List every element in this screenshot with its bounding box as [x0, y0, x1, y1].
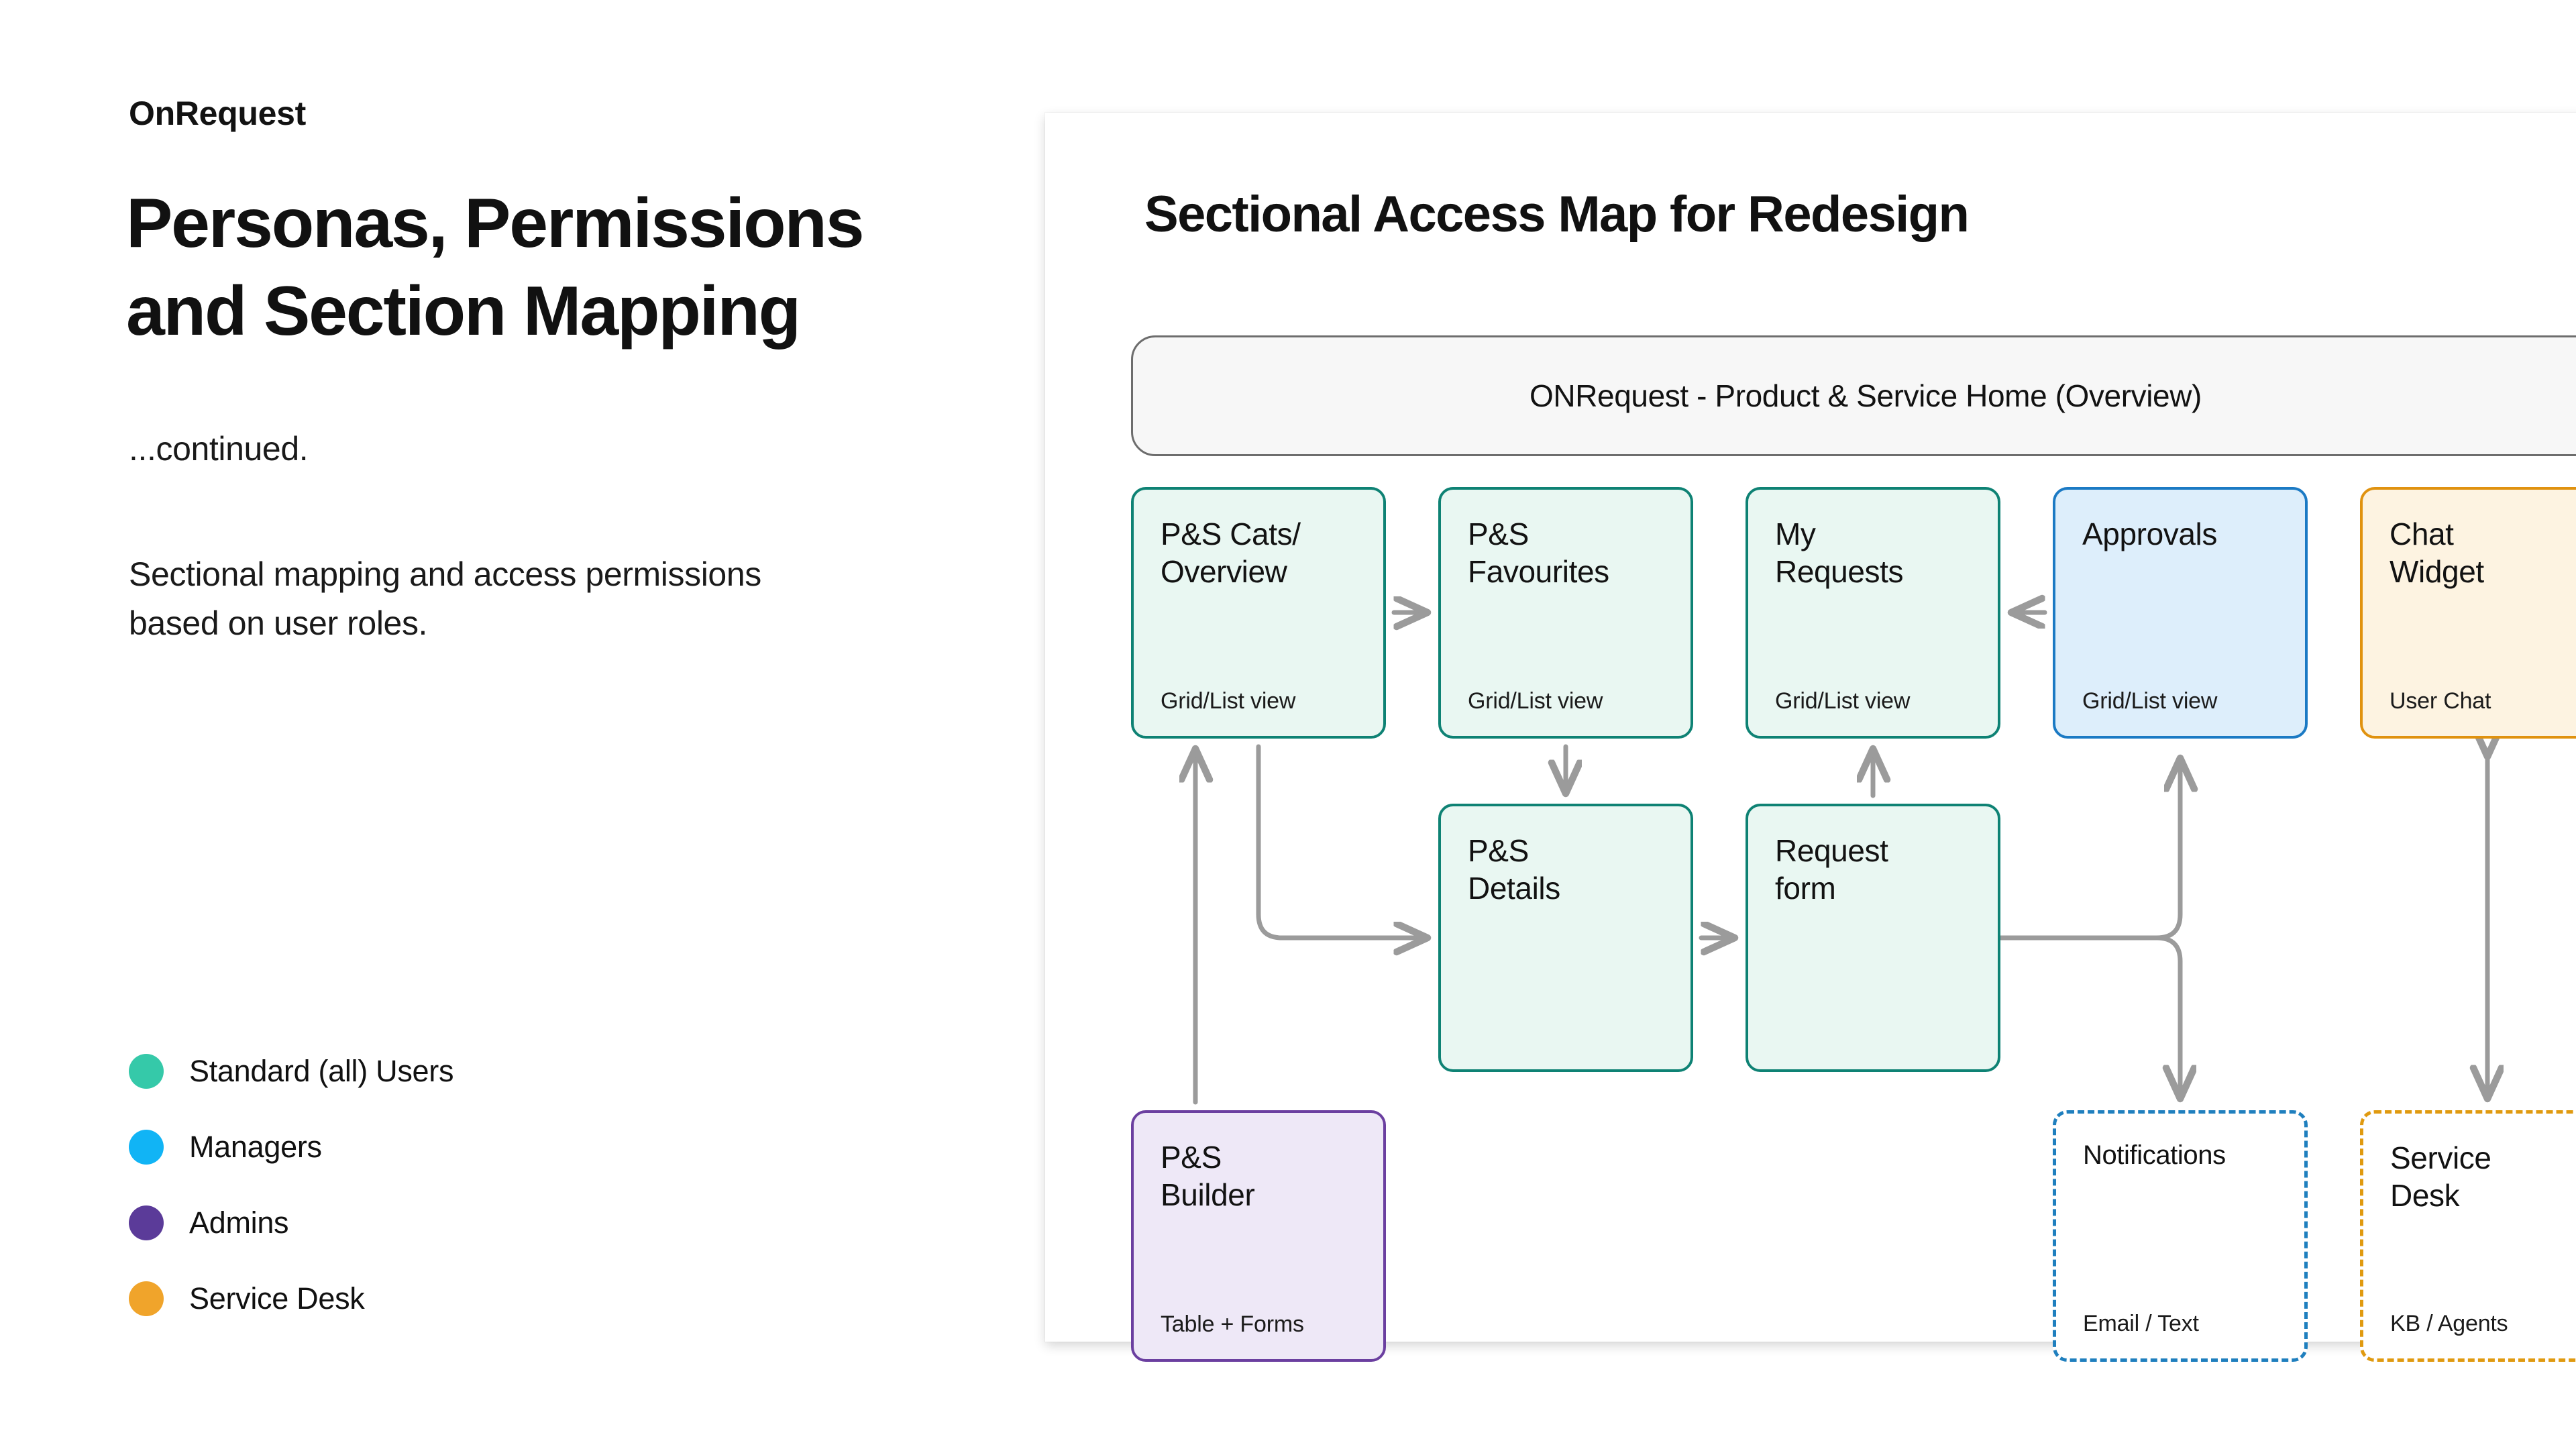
edge-cats-to-details: [1256, 744, 1428, 938]
node-title: P&S Cats/ Overview: [1161, 517, 1301, 590]
node-subtitle: Grid/List view: [1775, 688, 1911, 714]
node-title: Notifications: [2083, 1140, 2226, 1170]
node-title: P&S Details: [1468, 833, 1560, 906]
legend-label: Service Desk: [189, 1281, 365, 1316]
node-title: Request form: [1775, 833, 1888, 906]
legend-item-admins: Admins: [129, 1185, 733, 1260]
node-chat-widget[interactable]: Chat Widget User Chat: [2360, 487, 2576, 739]
edge-requestform-to-notifications: [2154, 935, 2180, 1099]
legend-item-managers: Managers: [129, 1109, 733, 1185]
node-subtitle: Grid/List view: [1468, 688, 1603, 714]
legend-label: Managers: [189, 1130, 322, 1164]
legend-item-standard-users: Standard (all) Users: [129, 1033, 733, 1109]
node-request-form[interactable]: Request form: [1746, 804, 2000, 1072]
node-home-label: ONRequest - Product & Service Home (Over…: [1529, 378, 2202, 413]
legend-label: Standard (all) Users: [189, 1054, 454, 1088]
page-description: Sectional mapping and access permissions…: [129, 555, 761, 642]
edge-requestform-to-approvals: [2154, 758, 2180, 941]
page-title: Personas, Permissions and Section Mappin…: [126, 184, 865, 351]
node-subtitle: User Chat: [2390, 688, 2491, 714]
node-subtitle: Table + Forms: [1161, 1311, 1304, 1337]
node-subtitle: Grid/List view: [2082, 688, 2218, 714]
node-title: Approvals: [2082, 517, 2217, 551]
node-home-overview[interactable]: ONRequest - Product & Service Home (Over…: [1131, 335, 2576, 456]
node-title: Chat Widget: [2390, 517, 2484, 590]
legend-label: Admins: [189, 1205, 289, 1240]
node-subtitle: Email / Text: [2083, 1311, 2199, 1336]
node-ps-builder[interactable]: P&S Builder Table + Forms: [1131, 1110, 1386, 1362]
legend-item-service-desk: Service Desk: [129, 1260, 733, 1336]
node-ps-cats-overview[interactable]: P&S Cats/ Overview Grid/List view: [1131, 487, 1386, 739]
node-approvals[interactable]: Approvals Grid/List view: [2053, 487, 2308, 739]
legend-dot-icon: [129, 1281, 164, 1316]
node-subtitle: Grid/List view: [1161, 688, 1296, 714]
node-notifications[interactable]: Notifications Email / Text: [2053, 1110, 2308, 1362]
node-title: P&S Builder: [1161, 1140, 1255, 1213]
persona-legend: Standard (all) Users Managers Admins Ser…: [129, 1033, 733, 1336]
legend-dot-icon: [129, 1129, 164, 1165]
node-service-desk[interactable]: Service Desk KB / Agents: [2360, 1110, 2576, 1362]
node-ps-favourites[interactable]: P&S Favourites Grid/List view: [1438, 487, 1693, 739]
left-content-panel: OnRequest Personas, Permissions and Sect…: [0, 0, 1046, 1449]
node-title: My Requests: [1775, 517, 1904, 590]
legend-dot-icon: [129, 1053, 164, 1089]
diagram-card: Sectional Access Map for Redesign: [1045, 113, 2576, 1362]
node-title: P&S Favourites: [1468, 517, 1609, 590]
node-title: Service Desk: [2390, 1140, 2491, 1214]
node-subtitle: KB / Agents: [2390, 1311, 2508, 1336]
brand-eyebrow: OnRequest: [129, 95, 306, 132]
node-ps-details[interactable]: P&S Details: [1438, 804, 1693, 1072]
continued-note: ...continued.: [129, 430, 309, 468]
diagram-title: Sectional Access Map for Redesign: [1144, 186, 1970, 243]
legend-dot-icon: [129, 1205, 164, 1240]
node-my-requests[interactable]: My Requests Grid/List view: [1746, 487, 2000, 739]
